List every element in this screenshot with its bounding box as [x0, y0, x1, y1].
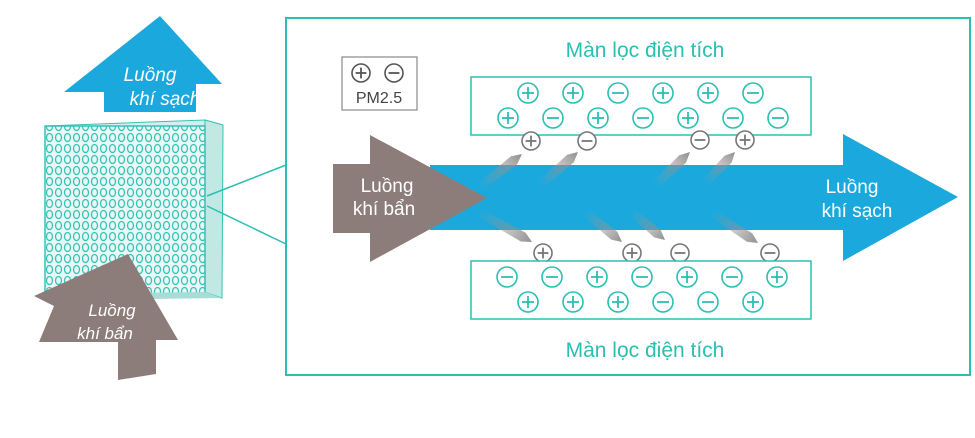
bottom-filter-screen	[470, 260, 812, 320]
dirty-air-label-line1: Luồng	[88, 301, 136, 320]
plus-circle-icon	[587, 107, 609, 129]
left-filter-illustration: Luồng khí sạch Luồng khí bẩn	[34, 16, 287, 380]
minus-circle-icon	[767, 107, 789, 129]
pm25-legend-label: PM2.5	[356, 90, 402, 107]
minus-circle-icon	[690, 130, 710, 150]
dirty-air-right-label-line1: Luồng	[361, 176, 414, 197]
pm25-particles	[521, 130, 780, 263]
clean-air-label-line1: Luồng	[124, 65, 177, 86]
minus-circle-icon	[607, 82, 629, 104]
motion-streak	[629, 208, 666, 240]
plus-circle-icon	[562, 82, 584, 104]
minus-circle-icon	[632, 107, 654, 129]
plus-circle-icon	[521, 131, 541, 151]
motion-streak	[702, 152, 736, 186]
motion-streak	[652, 152, 690, 188]
plus-circle-icon	[652, 82, 674, 104]
clean-air-label-line2: khí sạch	[130, 89, 201, 110]
plus-circle-icon	[697, 82, 719, 104]
clean-air-right-label-line2: khí sạch	[822, 201, 893, 222]
minus-circle-icon	[631, 266, 653, 288]
dirty-air-arrow-up	[34, 254, 178, 380]
minus-circle-icon	[742, 82, 764, 104]
particle-motion-streaks	[476, 151, 758, 244]
dirty-air-label-line2: khí bẩn	[77, 324, 133, 343]
detail-panel: Màn lọc điện tích PM2.5 Luồng khí sạch L…	[285, 17, 971, 376]
minus-circle-icon	[721, 266, 743, 288]
motion-streak	[477, 153, 523, 191]
minus-circle-icon	[722, 107, 744, 129]
callout-line-bottom	[206, 205, 287, 245]
top-filter-charges	[497, 82, 789, 129]
plus-circle-icon	[351, 63, 371, 83]
bottom-filter-charges	[496, 266, 788, 313]
minus-circle-icon	[697, 291, 719, 313]
motion-streak	[537, 151, 578, 189]
minus-circle-icon	[541, 266, 563, 288]
top-filter-screen	[470, 76, 812, 136]
motion-streak	[476, 208, 533, 242]
minus-circle-icon	[670, 243, 690, 263]
plus-circle-icon	[676, 266, 698, 288]
plus-circle-icon	[517, 291, 539, 313]
plus-circle-icon	[533, 243, 553, 263]
plus-circle-icon	[742, 291, 764, 313]
dirty-air-right-label-line2: khí bẩn	[353, 199, 415, 220]
top-filter-label: Màn lọc điện tích	[566, 39, 725, 62]
plus-circle-icon	[766, 266, 788, 288]
plus-circle-icon	[497, 107, 519, 129]
minus-circle-icon	[760, 243, 780, 263]
plus-circle-icon	[517, 82, 539, 104]
minus-circle-icon	[652, 291, 674, 313]
plus-circle-icon	[586, 266, 608, 288]
minus-circle-icon	[384, 63, 404, 83]
motion-streak	[582, 208, 623, 242]
plus-circle-icon	[735, 130, 755, 150]
minus-circle-icon	[577, 131, 597, 151]
motion-streak	[709, 209, 758, 244]
dirty-air-arrow-right	[333, 135, 487, 262]
pm25-legend: PM2.5	[341, 56, 418, 111]
bottom-filter-label: Màn lọc điện tích	[566, 339, 725, 362]
plus-circle-icon	[607, 291, 629, 313]
callout-line-top	[206, 164, 287, 197]
plus-circle-icon	[677, 107, 699, 129]
minus-circle-icon	[496, 266, 518, 288]
minus-circle-icon	[542, 107, 564, 129]
clean-air-right-label-line1: Luồng	[826, 177, 879, 198]
plus-circle-icon	[562, 291, 584, 313]
plus-circle-icon	[622, 243, 642, 263]
clean-air-arrow-up	[64, 16, 222, 112]
